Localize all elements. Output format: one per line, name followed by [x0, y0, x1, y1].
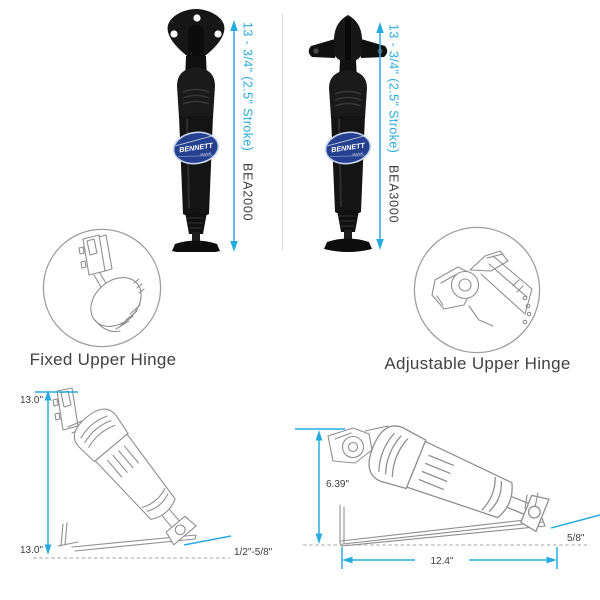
bennett-logo: BENNETT Marine	[324, 131, 372, 165]
fixed-hinge-label: Fixed Upper Hinge	[29, 350, 177, 369]
tab-rise-label: 5/8"	[567, 533, 585, 544]
span-label: 12.4"	[430, 556, 453, 567]
bea2000-length-stroke-text: 13 - 3/4" (2.5" Stroke)	[240, 22, 255, 152]
trim-tab-line-art	[339, 504, 546, 547]
section-divider	[282, 14, 283, 250]
span-dimension	[341, 547, 558, 569]
actuator-line-art	[52, 387, 205, 552]
adjustable-hinge-line-art	[431, 250, 533, 327]
height-dimension	[35, 390, 78, 555]
height-dimension	[295, 428, 345, 544]
bea2000-dimension-arrow	[230, 20, 238, 252]
logo-tagline-text: Marine	[200, 151, 211, 156]
actuator-silhouette: BENNETT Marine	[308, 15, 388, 252]
bennett-logo: BENNETT Marine	[172, 131, 220, 165]
bea3000-photo: BENNETT Marine	[308, 15, 388, 252]
fixed-hinge-line-art	[78, 234, 145, 333]
mount-height-top-label: 13.0"	[20, 395, 43, 406]
bea3000-model-text: BEA3000	[386, 165, 401, 224]
bea2000-photo: BENNETT Marine	[167, 9, 225, 252]
adjustable-hinge-install-diagram: 6.39" 12.4" 5/8"	[295, 419, 600, 569]
bea3000-dimension-label: 13 - 3/4" (2.5" Stroke) BEA3000	[386, 24, 401, 254]
adjustable-hinge-label: Adjustable Upper Hinge	[384, 354, 571, 373]
bea2000-model-text: BEA2000	[240, 163, 255, 222]
tab-rise-label: 1/2"-5/8"	[234, 547, 273, 558]
fixed-hinge-detail-circle	[42, 228, 162, 348]
actuator-line-art	[327, 419, 554, 543]
adjustable-hinge-detail-circle	[413, 226, 541, 354]
bea3000-dimension-arrow	[376, 22, 384, 250]
tab-angle-line	[550, 514, 600, 529]
bea2000-dimension-label: 13 - 3/4" (2.5" Stroke) BEA2000	[240, 22, 255, 254]
mount-height-label: 6.39"	[326, 479, 349, 490]
mount-height-bottom-label: 13.0"	[20, 545, 43, 556]
fixed-hinge-install-diagram: 13.0" 13.0" 1/2"-5/8"	[20, 387, 273, 559]
actuator-silhouette: BENNETT Marine	[167, 9, 225, 252]
bea3000-length-stroke-text: 13 - 3/4" (2.5" Stroke)	[386, 24, 401, 154]
logo-tagline-text: Marine	[352, 151, 363, 156]
tab-angle-line	[183, 535, 232, 546]
